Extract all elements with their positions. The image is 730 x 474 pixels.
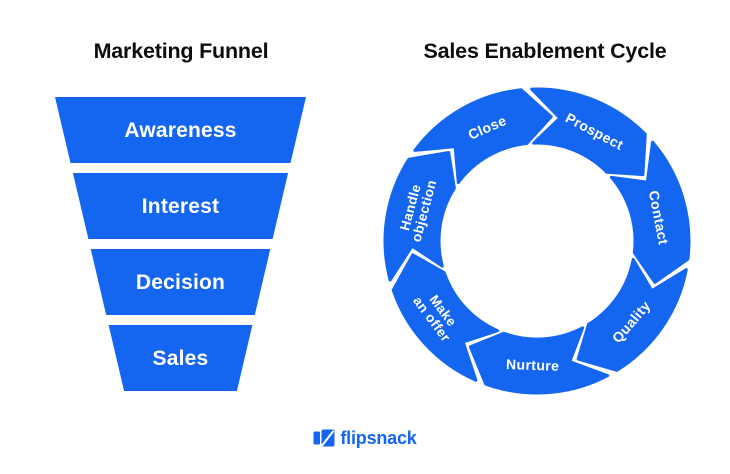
- funnel-diagram: Awareness Interest Decision Sales: [55, 97, 306, 391]
- funnel-stage-label: Sales: [153, 347, 209, 370]
- funnel-title: Marketing Funnel: [93, 39, 269, 63]
- funnel-stage-label: Decision: [136, 271, 225, 294]
- funnel-stage-sales: [108, 325, 253, 391]
- cycle-segments: [383, 87, 691, 395]
- cycle-segment-3: [468, 326, 610, 395]
- flipsnack-logo-icon: [313, 429, 335, 447]
- funnel-stage-label: Awareness: [124, 119, 236, 142]
- flipsnack-logo: flipsnack: [0, 425, 730, 451]
- cycle-diagram: Prospect Contact Quality Nurture Make an…: [383, 87, 691, 395]
- funnel-stage-decision: [90, 249, 271, 315]
- flipsnack-logo-text: flipsnack: [340, 427, 417, 448]
- funnel-stage-label: Interest: [142, 195, 219, 218]
- cycle-segment-2: [576, 258, 688, 372]
- cycle-segment-4: [391, 253, 500, 382]
- cycle-segment-6: [413, 88, 553, 185]
- cycle-segment-1: [609, 140, 691, 284]
- cycle-segment-0: [530, 87, 647, 177]
- funnel-stage-awareness: [55, 97, 306, 163]
- cycle-title: Sales Enablement Cycle: [423, 39, 667, 63]
- cycle-step-label-nurture: Nurture: [506, 356, 560, 374]
- funnel-stage-interest: [72, 173, 289, 239]
- cycle-segment-5: [383, 151, 456, 282]
